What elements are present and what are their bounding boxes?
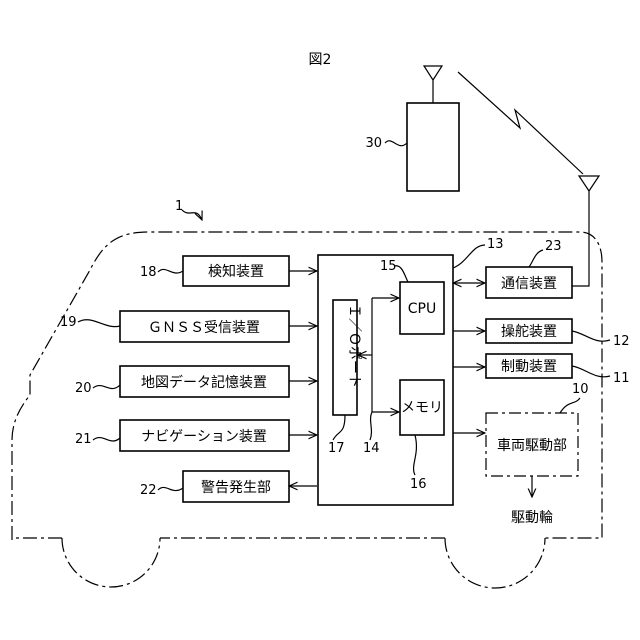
- antenna-to-comm-line: [572, 232, 589, 286]
- ref-io-port: 17: [328, 441, 345, 456]
- ref-detector: 18: [140, 265, 157, 280]
- server-antenna-icon: [424, 66, 442, 80]
- ref-bus: 14: [363, 441, 380, 456]
- wheels-label: 駆動輪: [511, 509, 553, 526]
- server-box: [407, 103, 459, 191]
- leader-vehicle: [182, 210, 202, 220]
- leader-ecu: [453, 245, 485, 268]
- leader-drive: [560, 398, 580, 413]
- io-port-label: Ｉ／Ｏポート: [346, 304, 362, 388]
- comm-label: 通信装置: [501, 276, 557, 292]
- leader-detector: [158, 269, 183, 273]
- leader-comm: [529, 250, 543, 267]
- ref-cpu: 15: [380, 259, 397, 274]
- ref-steering: 12: [613, 334, 630, 349]
- ref-warning: 22: [140, 483, 157, 498]
- braking-label: 制動装置: [501, 359, 557, 375]
- ref-braking: 11: [613, 371, 630, 386]
- ref-drive: 10: [572, 382, 589, 397]
- figure-title: 図2: [309, 52, 332, 68]
- ref-server: 30: [365, 136, 382, 151]
- leader-warning: [158, 487, 183, 490]
- steering-label: 操舵装置: [501, 324, 557, 340]
- gnss-label: ＧＮＳＳ受信装置: [148, 320, 260, 336]
- ref-map-storage: 20: [75, 381, 92, 396]
- ref-navigation: 21: [75, 432, 92, 447]
- vehicle-antenna-icon: [579, 176, 599, 191]
- ref-comm: 23: [545, 239, 562, 254]
- detector-label: 検知装置: [208, 263, 264, 280]
- map-storage-label: 地図データ記憶装置: [141, 374, 267, 391]
- cpu-label: CPU: [408, 301, 436, 317]
- drive-label: 車両駆動部: [497, 437, 567, 454]
- front-wheel-arch: [62, 538, 160, 587]
- ref-vehicle: 1: [175, 199, 183, 214]
- ref-memory: 16: [410, 477, 427, 492]
- navigation-label: ナビゲーション装置: [141, 429, 267, 445]
- ref-gnss: 19: [60, 315, 77, 330]
- memory-label: メモリ: [401, 400, 443, 416]
- leader-server: [385, 141, 407, 146]
- rear-wheel-arch: [445, 538, 545, 588]
- leader-map-storage: [93, 385, 120, 389]
- ref-ecu: 13: [487, 237, 504, 252]
- wireless-link: [458, 72, 583, 174]
- leader-navigation: [93, 438, 120, 441]
- warning-label: 警告発生部: [201, 480, 271, 496]
- leader-gnss: [78, 320, 120, 327]
- leader-braking: [572, 366, 610, 377]
- leader-steering: [572, 331, 610, 341]
